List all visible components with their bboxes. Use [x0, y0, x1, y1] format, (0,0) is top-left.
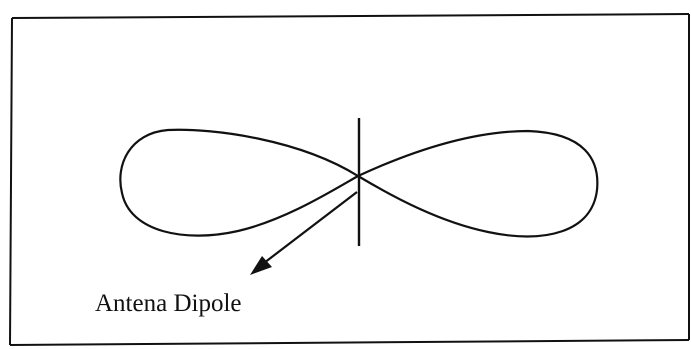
radiation-lobe-right: [356, 129, 599, 238]
figure-frame: [9, 13, 690, 346]
radiation-lobe-left: [119, 128, 360, 237]
frame-left-edge: [9, 17, 13, 346]
callout-arrow-line: [263, 191, 358, 264]
frame-bottom-edge: [9, 339, 690, 346]
callout-arrowhead: [250, 256, 272, 275]
frame-top-edge: [11, 13, 690, 19]
antenna-dipole-label: Antena Dipole: [95, 290, 241, 317]
